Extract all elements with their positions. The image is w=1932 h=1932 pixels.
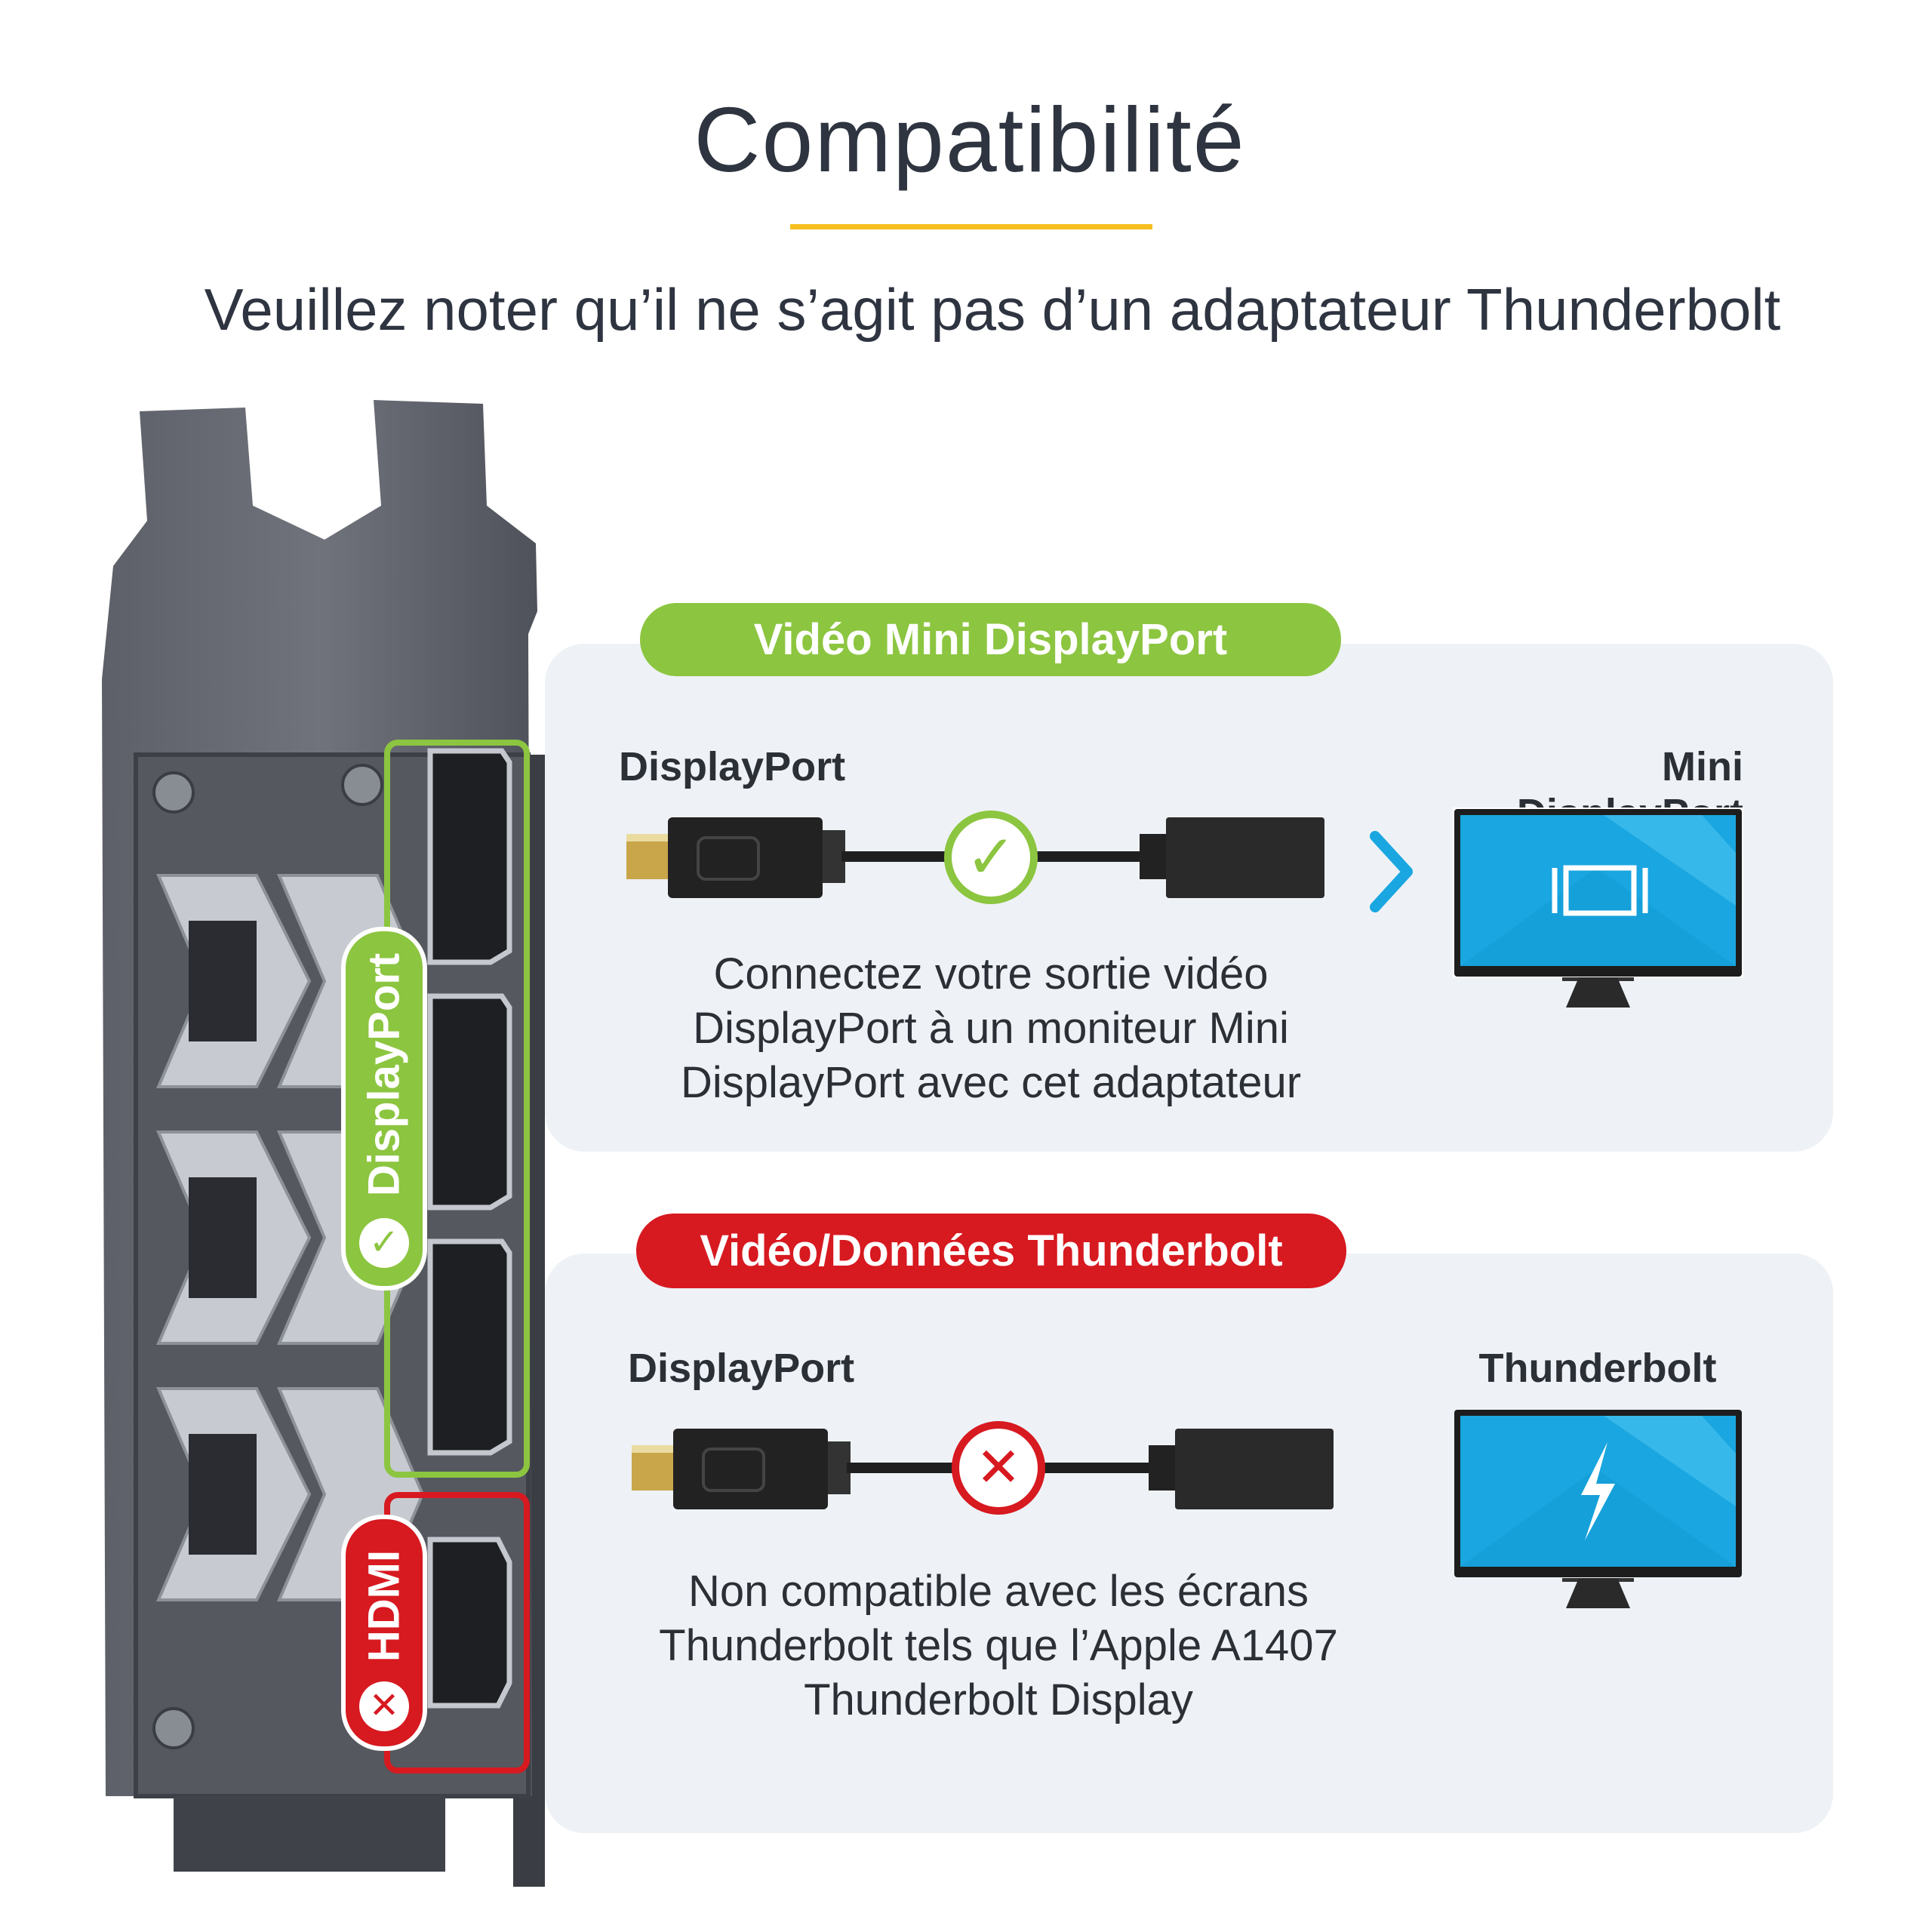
adapter-cable (632, 1429, 1334, 1509)
chevron-right-icon (1370, 831, 1413, 912)
description-line: Connectez votre sortie vidéo (713, 949, 1269, 998)
hdmi-badge-label: HDMI (359, 1549, 409, 1663)
description-line: Non compatible avec les écrans (688, 1567, 1309, 1616)
lightning-icon (1581, 1442, 1615, 1540)
incompatible-badge: Vidéo/Données Thunderbolt (636, 1214, 1346, 1288)
check-icon: ✓ (359, 1218, 409, 1268)
monitor-icon (1453, 808, 1743, 981)
compatible-badge: Vidéo Mini DisplayPort (640, 603, 1341, 676)
check-icon: ✓ (944, 811, 1038, 904)
page-title: Compatibilité (694, 88, 1246, 191)
description-line: DisplayPort avec cet adaptateur (680, 1058, 1302, 1107)
adapter-cable (626, 817, 1324, 898)
description-line: Thunderbolt tels que l’Apple A1407 (659, 1621, 1338, 1670)
thunderbolt-monitor-icon (1454, 1410, 1742, 1582)
x-icon: ✕ (359, 1681, 409, 1731)
title-underline (790, 224, 1152, 229)
hdmi-badge: HDMI ✕ (341, 1515, 427, 1751)
incompatible-description: Non compatible avec les écrans Thunderbo… (583, 1564, 1414, 1727)
description-line: DisplayPort à un moniteur Mini (693, 1004, 1289, 1053)
monitor-stand (1566, 1578, 1630, 1608)
x-icon: ✕ (952, 1421, 1045, 1515)
source-label: DisplayPort (619, 744, 846, 789)
compatible-description: Connectez votre sortie vidéo DisplayPort… (614, 947, 1368, 1110)
subtitle: Veuillez noter qu’il ne s’agit pas d’un … (204, 276, 1781, 343)
source-label: DisplayPort (628, 1346, 855, 1391)
target-label: Thunderbolt (1478, 1346, 1717, 1391)
description-line: Thunderbolt Display (804, 1675, 1193, 1724)
monitor-stand (1566, 977, 1630, 1008)
displayport-badge-label: DisplayPort (359, 952, 409, 1197)
displayport-badge: DisplayPort ✓ (341, 927, 427, 1291)
